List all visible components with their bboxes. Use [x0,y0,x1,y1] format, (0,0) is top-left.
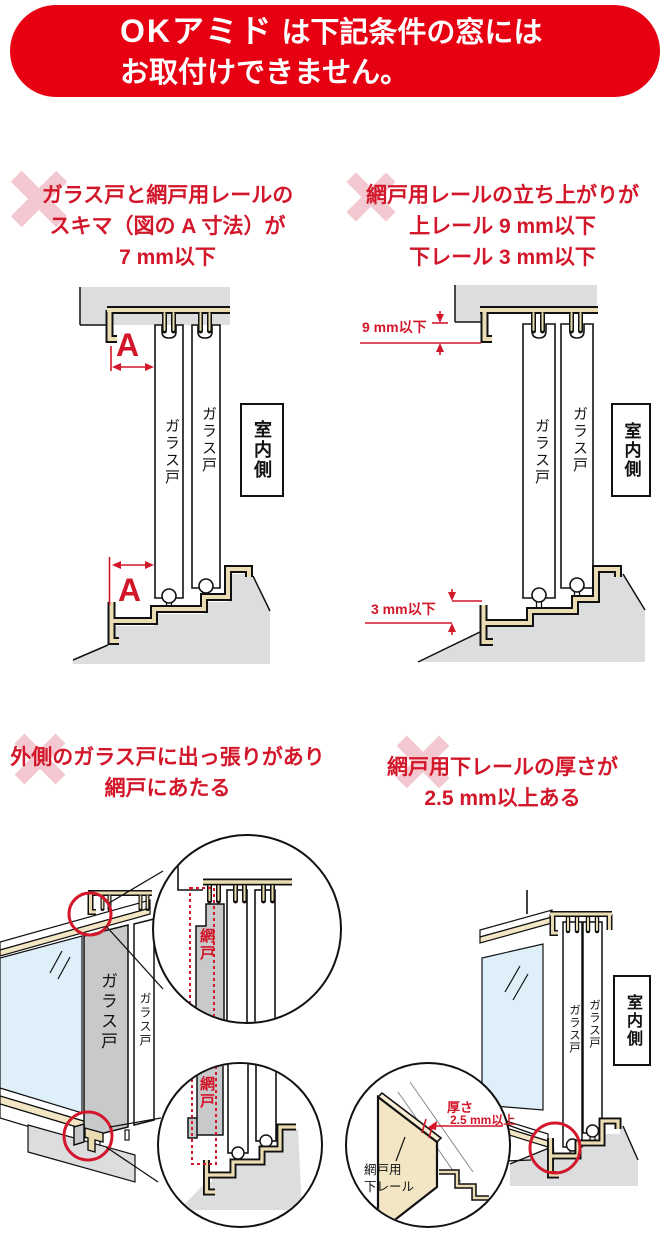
heading-gap-condition: ガラス戸と網戸用レールの スキマ（図の A 寸法）が 7 mm以下 [0,180,335,273]
heading-protrusion-condition: 外側のガラス戸に出っ張りがあり 網戸にあたる [0,742,335,804]
outer-glass-door [73,924,129,1147]
upper-rail [480,306,598,343]
screen-door-label: 網戸 [198,1076,215,1110]
top-frame [479,909,553,944]
magnifier-top-content [177,858,292,1022]
glass-pane [0,935,83,1114]
leader-line [395,1136,406,1162]
glass-door-label: ガラス戸 [163,418,180,486]
glass-door-label: ガラス戸 [98,972,117,1052]
heading-line: 網戸にあたる [104,777,231,800]
heading-line: 網戸用レールの立ち上がりが [366,184,639,207]
heading-line: 下レール 3 mm以下 [409,246,596,269]
glass-door-label: ガラス戸 [588,999,600,1049]
heading-line: ガラス戸と網戸用レールの [41,184,294,207]
diagram-protrusion-perspective [0,834,342,1228]
dimension-3mm-label: 3 mm以下 [371,601,436,617]
thickness-dimension-marks [421,1118,503,1139]
glass-pane [481,943,544,1111]
dimension-9mm-marks [360,311,481,355]
screen-door-label: 網戸 [198,928,215,962]
collision-highlight-circle [67,891,113,937]
heading-line: 2.5 mm以上ある [424,787,581,810]
x-mark-icon [396,735,450,789]
screen-door-outline [189,887,215,1022]
glass-door-label: ガラス戸 [571,406,588,474]
heading-line: 上レール 9 mm以下 [409,215,596,238]
heading-rail-thickness-condition: 網戸用下レールの厚さが 2.5 mm以上ある [335,752,670,814]
heading-line: スキマ（図の A 寸法）が [49,215,286,238]
callout-lines [105,1117,162,1183]
heading-line: 外側のガラス戸に出っ張りがあり [10,746,325,769]
dimension-9mm-label: 9 mm以下 [362,319,427,335]
diagram-gap-cross-section [72,287,271,664]
screen-rail-label-line1: 網戸用 [364,1163,402,1177]
thickness-label-line1: 厚さ [447,1100,474,1115]
glass-door-panels [562,921,603,1156]
glass-door-label: ガラス戸 [138,992,152,1048]
sill-rail-cut [84,1127,104,1153]
callout-lines [505,1124,534,1162]
dimension-a-marks [108,346,154,605]
glass-door-panels [522,323,594,609]
screen-rail-label: 網戸用 下レール [364,1162,414,1196]
magnifier-bottom-content [185,1064,302,1210]
upper-rail [549,911,613,936]
callout-lines [105,870,164,990]
screen-rail-label-line2: 下レール [364,1179,415,1194]
heading-rail-rise-condition: 網戸用レールの立ち上がりが 上レール 9 mm以下 下レール 3 mm以下 [335,180,670,273]
glass-door-label: ガラス戸 [568,1004,580,1054]
banner-line1: は下記条件の窓には [281,17,543,49]
diagram-rail-thickness-perspective [345,890,639,1228]
lower-rail [479,565,622,646]
glass-door-label: ガラス戸 [533,418,550,486]
indoor-side-box: 室内側 [613,975,651,1066]
sill-wall [72,574,271,664]
dimension-a-label: A [116,327,140,363]
collision-highlight-circle [528,1121,582,1175]
lower-rail [107,565,253,645]
heading-line: 7 mm以下 [119,246,216,269]
dimension-3mm-marks [365,589,482,635]
glass-door-label: ガラス戸 [200,406,217,474]
diagram-rail-rise-cross-section [360,285,646,663]
x-mark-icon [346,172,396,222]
collision-highlight-circle [62,1110,114,1162]
door-bottom-guide [124,1129,130,1141]
indoor-side-box: 室内側 [611,403,651,497]
warning-banner: OKアミドは下記条件の窓には お取付けできません。 [10,5,660,97]
inner-glass-door [133,918,155,1126]
heading-line: 網戸用下レールの厚さが [387,756,618,779]
indoor-side-box: 室内側 [240,403,284,497]
banner-line2: お取付けできません。 [120,57,410,89]
top-frame [0,899,151,957]
lintel-wall [454,285,597,323]
dimension-a-label: A [118,572,142,608]
thickness-label-line2: 2.5 mm以上 [450,1113,516,1127]
x-mark-icon [10,170,68,228]
upper-rail [105,306,230,343]
magnifier-content [376,1081,503,1226]
product-logo: OKアミド [120,13,274,49]
x-mark-icon [14,733,66,785]
sill-wall [417,572,646,663]
